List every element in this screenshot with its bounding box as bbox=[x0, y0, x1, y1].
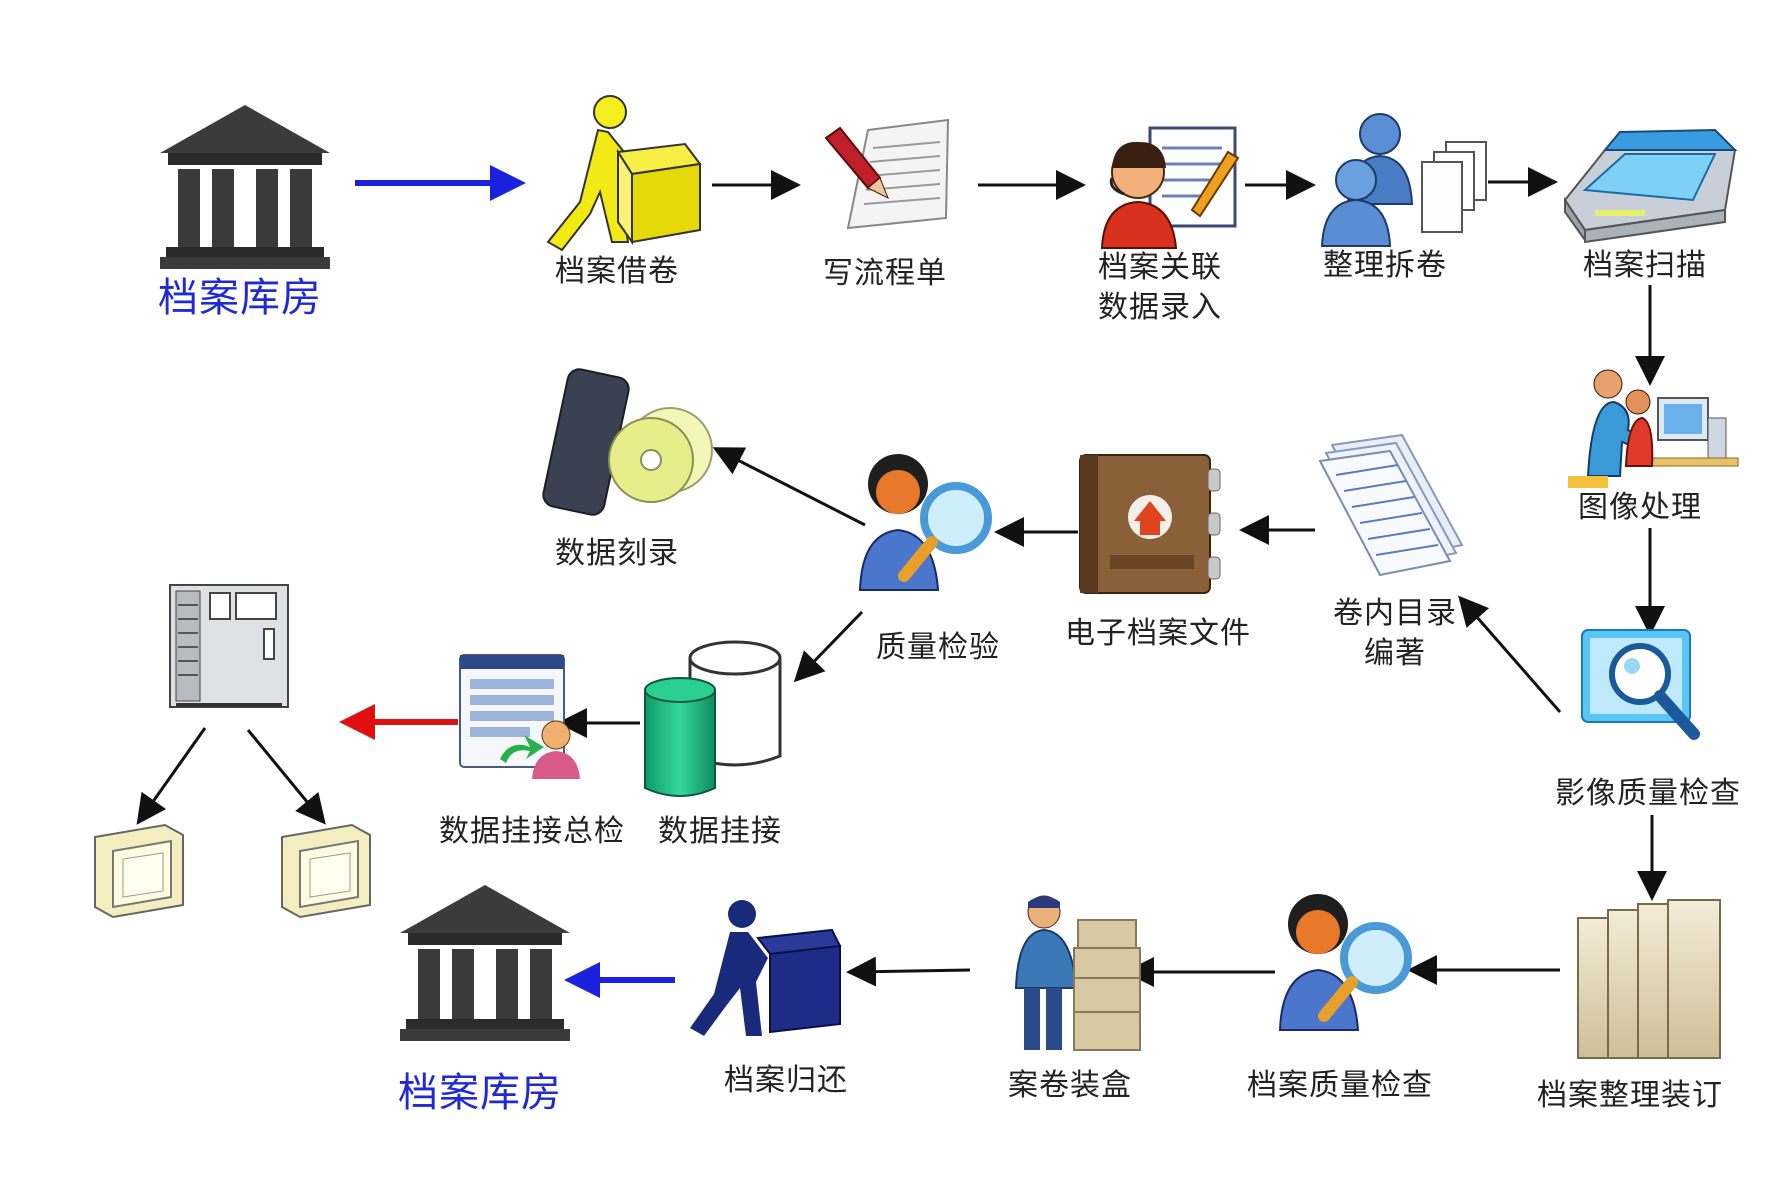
label-data-entry-line-1: 档案关联 bbox=[1098, 250, 1222, 285]
label-quality-check: 质量检验 bbox=[876, 630, 1000, 665]
label-boxing: 案卷装盒 bbox=[1008, 1068, 1132, 1103]
person-return-box-icon bbox=[690, 900, 842, 1036]
label-warehouse-top: 档案库房 bbox=[158, 275, 322, 321]
arrow-boxing-to-return bbox=[846, 956, 971, 987]
arrow-quality-to-burn bbox=[712, 447, 866, 527]
worker-boxes-icon bbox=[1014, 895, 1141, 1051]
label-image-qc: 影像质量检查 bbox=[1555, 776, 1741, 811]
label-image-proc: 图像处理 bbox=[1578, 490, 1702, 525]
arrow-quality-to-link bbox=[793, 610, 864, 683]
label-borrow: 档案借卷 bbox=[555, 254, 679, 289]
flow-arrows bbox=[136, 165, 1667, 998]
person-magnifier-icon-2 bbox=[1278, 894, 1412, 1031]
arrow-qc-to-catalog bbox=[1458, 595, 1562, 713]
label-write-form: 写流程单 bbox=[823, 256, 947, 291]
client-terminal-icon-left bbox=[94, 823, 184, 919]
label-data-entry: 档案关联 数据录入 bbox=[1098, 248, 1222, 328]
label-e-file: 电子档案文件 bbox=[1065, 616, 1251, 651]
label-data-link-check: 数据挂接总检 bbox=[439, 814, 625, 849]
label-return: 档案归还 bbox=[724, 1063, 848, 1098]
person-carry-box-icon bbox=[546, 95, 702, 252]
form-user-icon bbox=[459, 654, 580, 779]
stacked-sheets-icon bbox=[1318, 433, 1464, 577]
operator-headset-icon bbox=[1100, 126, 1240, 249]
users-documents-icon bbox=[1320, 113, 1487, 247]
archive-boxes-icon bbox=[1577, 899, 1721, 1059]
people-computer-icon bbox=[1568, 369, 1739, 488]
pencil-paper-icon bbox=[824, 118, 950, 230]
binder-icon bbox=[1079, 454, 1221, 594]
drive-discs-icon bbox=[542, 368, 713, 516]
label-data-entry-line-2: 数据录入 bbox=[1098, 290, 1222, 325]
arrow-server-to-client-left bbox=[136, 727, 207, 825]
label-archive-qc: 档案质量检查 bbox=[1247, 1068, 1433, 1103]
label-data-burn: 数据刻录 bbox=[555, 536, 679, 571]
label-catalog-line-2: 编著 bbox=[1364, 636, 1426, 671]
label-sort: 整理拆卷 bbox=[1323, 248, 1447, 283]
label-bind: 档案整理装订 bbox=[1537, 1078, 1723, 1113]
label-scan: 档案扫描 bbox=[1583, 248, 1707, 283]
server-icon bbox=[169, 584, 289, 708]
warehouse-icon-bottom bbox=[400, 885, 570, 1041]
label-data-link: 数据挂接 bbox=[658, 814, 782, 849]
label-catalog-line-1: 卷内目录 bbox=[1333, 596, 1457, 631]
magnifier-card-icon bbox=[1581, 629, 1700, 740]
label-catalog: 卷内目录 编著 bbox=[1333, 594, 1457, 674]
database-cylinders-icon bbox=[644, 640, 782, 797]
warehouse-icon bbox=[160, 105, 330, 269]
person-magnifier-icon bbox=[858, 454, 992, 591]
label-warehouse-bottom: 档案库房 bbox=[398, 1070, 562, 1116]
client-terminal-icon-right bbox=[281, 823, 371, 919]
scanner-icon bbox=[1563, 128, 1738, 244]
arrow-server-to-client-right bbox=[246, 729, 326, 825]
